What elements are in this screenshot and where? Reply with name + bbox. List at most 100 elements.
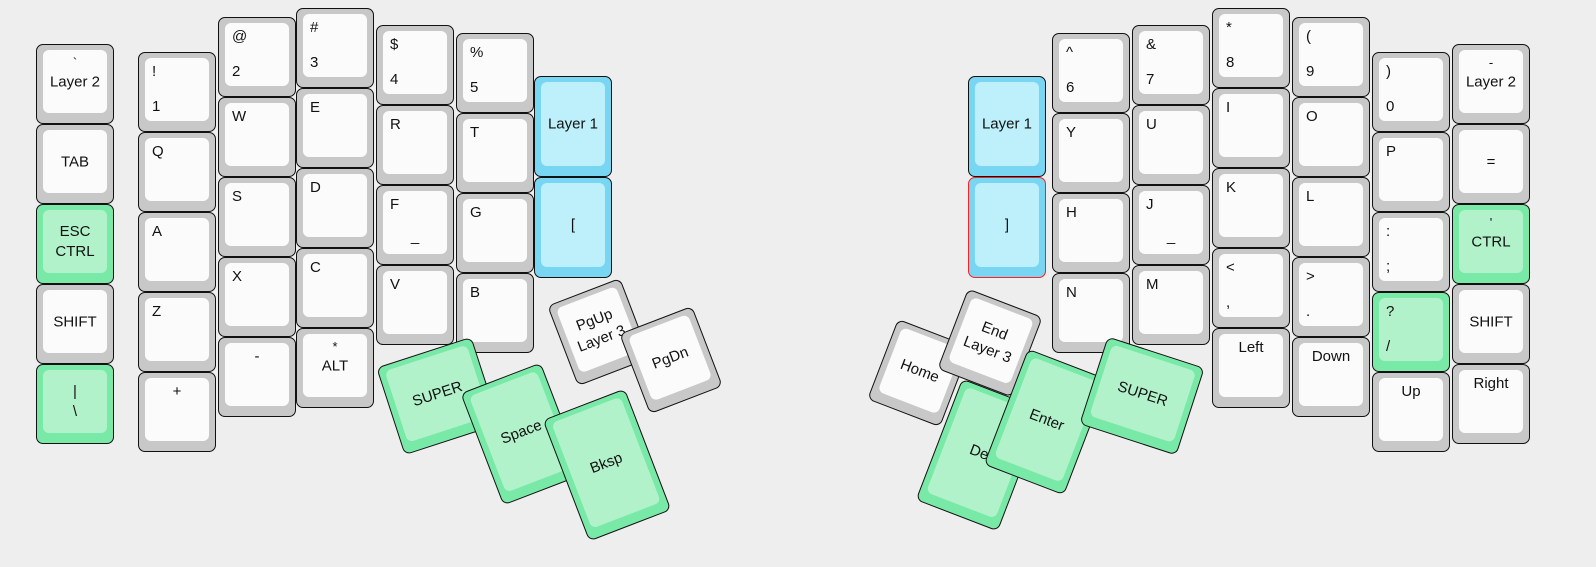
key-l-c0-r0[interactable]: `Layer 2: [36, 44, 114, 124]
key-l-c3-r0[interactable]: #3: [296, 8, 374, 88]
key-legend-upper: G: [470, 204, 482, 221]
key-l-c1-r3[interactable]: Z: [138, 292, 216, 372]
key-r-c6-r0[interactable]: -Layer 2: [1452, 44, 1530, 124]
keycap-surface: *ALT: [303, 334, 367, 397]
key-l-c5-r2[interactable]: G: [456, 193, 534, 273]
key-l-c0-r1[interactable]: TAB: [36, 124, 114, 204]
keycap-surface: ]: [975, 183, 1039, 267]
key-r-c1-r2[interactable]: H: [1052, 193, 1130, 273]
key-l-c2-r2[interactable]: S: [218, 177, 296, 257]
key-r-c2-r1[interactable]: U: [1132, 105, 1210, 185]
key-l-c6-r1[interactable]: [: [534, 177, 612, 278]
key-legend-lower: 3: [310, 54, 319, 71]
key-l-c2-r3[interactable]: X: [218, 257, 296, 337]
key-r-c5-r4[interactable]: Up: [1372, 372, 1450, 452]
key-r-c0-r0[interactable]: Layer 1: [968, 76, 1046, 177]
keycap-surface: I: [1219, 94, 1283, 157]
key-r-c4-r3[interactable]: >.: [1292, 257, 1370, 337]
keycap-surface: W: [225, 103, 289, 166]
key-legend-upper: @: [232, 28, 248, 45]
key-r-c1-r1[interactable]: Y: [1052, 113, 1130, 193]
key-r-c4-r4[interactable]: Down: [1292, 337, 1370, 417]
key-r-c6-r3[interactable]: SHIFT: [1452, 284, 1530, 364]
key-r-c5-r2[interactable]: :;: [1372, 212, 1450, 292]
key-r-c3-r0[interactable]: *8: [1212, 8, 1290, 88]
key-l-c1-r1[interactable]: Q: [138, 132, 216, 212]
key-legend-main: =: [1486, 153, 1496, 170]
key-r-c2-r2[interactable]: J_: [1132, 185, 1210, 265]
keycap-surface: TAB: [43, 130, 107, 193]
key-l-c1-r2[interactable]: A: [138, 212, 216, 292]
key-legend-upper: !: [152, 63, 157, 80]
key-r-c6-r1[interactable]: =: [1452, 124, 1530, 204]
key-l-c4-r2[interactable]: F_: [376, 185, 454, 265]
key-r-c3-r1[interactable]: I: [1212, 88, 1290, 168]
key-legend-lower: 0: [1386, 98, 1395, 115]
key-l-c4-r1[interactable]: R: [376, 105, 454, 185]
key-l-c2-r4[interactable]: -: [218, 337, 296, 417]
key-r-c2-r3[interactable]: M: [1132, 265, 1210, 345]
keycap-surface: O: [1299, 103, 1363, 166]
key-l-c1-r4[interactable]: +: [138, 372, 216, 452]
key-l-c5-r1[interactable]: T: [456, 113, 534, 193]
key-r-c2-r0[interactable]: &7: [1132, 25, 1210, 105]
key-legend-lower: 4: [390, 71, 399, 88]
key-l-c1-r0[interactable]: !1: [138, 52, 216, 132]
key-r-c3-r3[interactable]: <,: [1212, 248, 1290, 328]
key-l-c3-r1[interactable]: E: [296, 88, 374, 168]
key-r-c5-r0[interactable]: )0: [1372, 52, 1450, 132]
key-r-c3-r2[interactable]: K: [1212, 168, 1290, 248]
key-r-c6-r2[interactable]: 'CTRL: [1452, 204, 1530, 284]
key-legend-lower: 9: [1306, 63, 1315, 80]
key-legend-main: Up: [1401, 383, 1421, 400]
key-l-c2-r1[interactable]: W: [218, 97, 296, 177]
key-legend-upper: C: [310, 259, 321, 276]
keycap-surface: SUPER: [1089, 344, 1197, 443]
key-l-c2-r0[interactable]: @2: [218, 17, 296, 97]
key-legend-upper: Q: [152, 143, 164, 160]
key-l-c3-r4[interactable]: *ALT: [296, 328, 374, 408]
keycap-surface: P: [1379, 138, 1443, 201]
key-r-thumb-super[interactable]: SUPER: [1079, 336, 1205, 456]
keycap-surface: >.: [1299, 263, 1363, 326]
key-legend-main: Down: [1311, 348, 1351, 365]
keycap-surface: V: [383, 271, 447, 334]
keycap-surface: Layer 1: [541, 82, 605, 166]
key-l-c5-r0[interactable]: %5: [456, 33, 534, 113]
key-legend-upper: E: [310, 99, 321, 116]
key-legend-main: SUPER: [1115, 377, 1170, 410]
key-l-c4-r3[interactable]: V: [376, 265, 454, 345]
key-r-c0-r1[interactable]: ]: [968, 177, 1046, 278]
key-l-c0-r4[interactable]: |\: [36, 364, 114, 444]
keycap-surface: &7: [1139, 31, 1203, 94]
key-l-c3-r3[interactable]: C: [296, 248, 374, 328]
key-r-c4-r1[interactable]: O: [1292, 97, 1370, 177]
keycap-surface: Left: [1219, 334, 1283, 397]
key-legend-upper: V: [390, 276, 401, 293]
key-l-c3-r2[interactable]: D: [296, 168, 374, 248]
key-r-c4-r2[interactable]: L: [1292, 177, 1370, 257]
key-r-c6-r4[interactable]: Right: [1452, 364, 1530, 444]
key-r-c5-r1[interactable]: P: [1372, 132, 1450, 212]
keycap-surface: T: [463, 119, 527, 182]
key-legend-main: TAB: [60, 153, 90, 170]
key-l-c6-r0[interactable]: Layer 1: [534, 76, 612, 177]
key-legend-main: Layer 1: [981, 115, 1033, 133]
key-legend-upper: P: [1386, 143, 1397, 160]
keycap-surface: |\: [43, 370, 107, 433]
key-r-c1-r0[interactable]: ^6: [1052, 33, 1130, 113]
key-legend-upper: J: [1146, 196, 1154, 213]
key-r-c5-r3[interactable]: ?/: [1372, 292, 1450, 372]
key-r-c3-r4[interactable]: Left: [1212, 328, 1290, 408]
key-l-c0-r3[interactable]: SHIFT: [36, 284, 114, 364]
keycap-surface: E: [303, 94, 367, 157]
key-l-c4-r0[interactable]: $4: [376, 25, 454, 105]
key-legend-lower: .: [1306, 303, 1311, 320]
keycap-surface: @2: [225, 23, 289, 86]
key-r-c4-r0[interactable]: (9: [1292, 17, 1370, 97]
